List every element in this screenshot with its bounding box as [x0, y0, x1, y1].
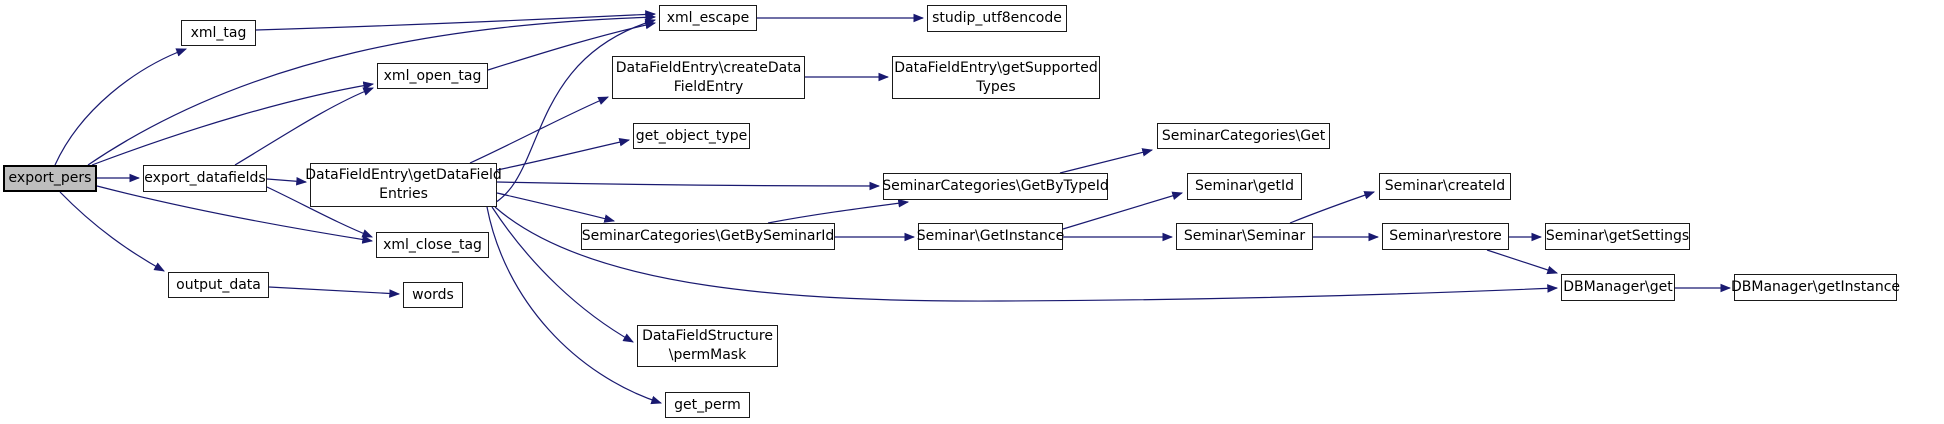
- node-seminar-getinstance[interactable]: Seminar\GetInstance: [917, 223, 1064, 250]
- node-studip-utf8encode[interactable]: studip_utf8encode: [927, 5, 1067, 32]
- edge-export-pers-to-output-data: [59, 191, 165, 272]
- edge-export-datafields-to-xml-close-tag: [266, 186, 374, 238]
- edge-seminar-seminar-to-createid: [1289, 191, 1376, 224]
- node-seminar-getid[interactable]: Seminar\getId: [1187, 173, 1302, 200]
- node-xml-open-tag[interactable]: xml_open_tag: [377, 63, 488, 89]
- node-xml-escape[interactable]: xml_escape: [659, 5, 757, 31]
- edge-getdatafieldentries-to-get-object-type: [496, 137, 631, 171]
- edge-getdatafieldentries-to-dbmanager-get: [494, 206, 1559, 302]
- edge-export-datafields-to-xml-open-tag: [234, 87, 375, 166]
- node-datafieldstructure-permmask[interactable]: DataFieldStructure \permMask: [637, 325, 778, 367]
- edge-export-pers-to-xml-escape: [87, 13, 657, 166]
- node-xml-close-tag[interactable]: xml_close_tag: [376, 232, 489, 258]
- edge-export-pers-to-xml-tag: [54, 48, 188, 166]
- node-seminarcategories-getbytypeid[interactable]: SeminarCategories\GetByTypeId: [882, 173, 1109, 200]
- node-seminarcategories-getbyseminarid[interactable]: SeminarCategories\GetBySeminarId: [581, 223, 835, 250]
- node-datafieldentry-getdatafieldentries[interactable]: DataFieldEntry\getDataField Entries: [305, 163, 502, 207]
- edge-getdatafieldentries-to-createdatafieldentry: [469, 96, 609, 164]
- node-seminar-createid[interactable]: Seminar\createId: [1379, 173, 1511, 200]
- node-dbmanager-get[interactable]: DBManager\get: [1561, 274, 1675, 301]
- node-datafieldentry-createdatafieldentry[interactable]: DataFieldEntry\createData FieldEntry: [612, 56, 805, 99]
- edge-getdatafieldentries-to-get-perm: [486, 206, 663, 405]
- node-seminar-seminar[interactable]: Seminar\Seminar: [1176, 223, 1313, 250]
- edge-getdatafieldentries-to-permmask: [491, 206, 634, 343]
- edge-export-datafields-to-getdatafieldentries: [266, 176, 308, 186]
- edge-getdatafieldentries-to-xml-escape: [486, 18, 657, 208]
- edge-export-pers-to-xml-open-tag: [91, 81, 375, 166]
- node-seminarcategories-get[interactable]: SeminarCategories\Get: [1157, 123, 1330, 149]
- node-seminar-restore[interactable]: Seminar\restore: [1382, 223, 1509, 250]
- node-export-datafields[interactable]: export_datafields: [143, 165, 267, 192]
- edge-getbytypeid-to-seminarcategories-get: [1059, 148, 1154, 174]
- node-datafieldentry-getsupportedtypes[interactable]: DataFieldEntry\getSupported Types: [892, 56, 1100, 99]
- node-xml-tag[interactable]: xml_tag: [181, 20, 256, 46]
- edge-getinstance-to-seminar-getid: [1062, 191, 1184, 230]
- edge-xml-tag-to-xml-escape: [255, 10, 657, 31]
- node-words[interactable]: words: [403, 282, 463, 308]
- node-get-perm[interactable]: get_perm: [665, 392, 750, 418]
- node-get-object-type[interactable]: get_object_type: [633, 123, 750, 149]
- edge-getdatafieldentries-to-getbyseminarid: [496, 192, 616, 223]
- node-dbmanager-getinstance[interactable]: DBManager\getInstance: [1731, 274, 1900, 301]
- edge-getdatafieldentries-to-getbytypeid: [496, 181, 881, 191]
- node-output-data[interactable]: output_data: [168, 272, 269, 298]
- edge-output-data-to-words: [268, 286, 401, 298]
- node-export-pers: export_pers: [3, 165, 97, 192]
- edge-getbyseminarid-to-getbytypeid: [767, 198, 910, 224]
- node-seminar-getsettings[interactable]: Seminar\getSettings: [1545, 223, 1690, 250]
- edge-restore-to-dbmanager-get: [1486, 249, 1559, 275]
- edge-export-pers-to-xml-close-tag: [96, 185, 374, 244]
